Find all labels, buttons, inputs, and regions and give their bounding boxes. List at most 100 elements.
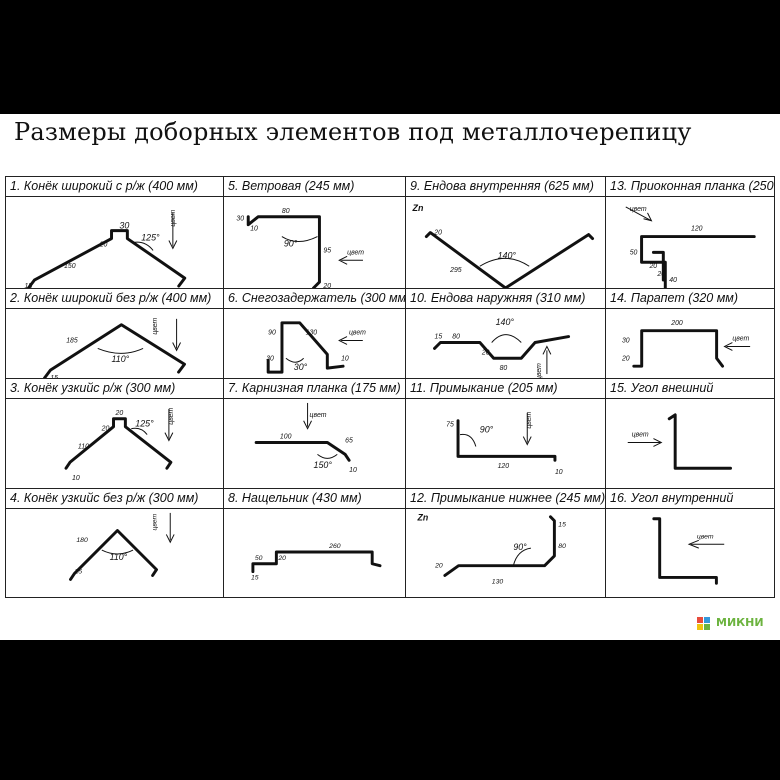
profile-outline — [667, 413, 732, 470]
dimension-label: 15 — [251, 574, 259, 581]
profile-outline — [246, 215, 321, 288]
profile-outline — [69, 529, 159, 581]
header-3: 3. Конёк узкийс р/ж (300 мм) — [5, 378, 223, 398]
dimension-label: 10 — [349, 467, 357, 474]
dimension-label: Zn — [417, 513, 429, 523]
header-14: 14. Парапет (320 мм) — [605, 288, 775, 308]
dimension-label: цвет — [536, 363, 543, 378]
dimension-label: 20 — [433, 230, 442, 237]
header-6: 6. Снегозадержатель (300 мм) — [223, 288, 405, 308]
header-15: 15. Угол внешний — [605, 378, 775, 398]
profile-outline — [456, 419, 557, 462]
dimension-label: 200 — [670, 320, 683, 327]
dimension-label: 20 — [114, 410, 123, 417]
dimension-label: 110 — [78, 443, 89, 450]
page-title: Размеры доборных элементов под металлоче… — [14, 118, 692, 146]
dimension-label: 20 — [277, 555, 286, 562]
dimension-label: 15 — [24, 283, 32, 288]
dimension-label: 30 — [622, 338, 630, 345]
profiles-table: 1. Конёк широкий с р/ж (400 мм) 5. Ветро… — [5, 176, 775, 648]
drawing-14: 200 30 20 цвет — [605, 308, 775, 378]
dimension-label: 185 — [66, 338, 78, 345]
dimension-label: 140° — [498, 250, 517, 260]
dimension-label: 20 — [434, 563, 443, 570]
dimension-label: 80 — [558, 543, 566, 550]
dimension-label: 20 — [656, 271, 665, 278]
drawing-6: 90 130 30 30° 10 цвет — [223, 308, 405, 378]
profile-outline — [26, 229, 187, 288]
dimension-label: 130 — [306, 330, 318, 337]
dimension-label: 120 — [498, 463, 510, 470]
dimension-label: 65 — [345, 438, 353, 445]
dimension-label: 125° — [141, 233, 160, 243]
dimension-label: 80 — [500, 365, 508, 372]
dimension-label: 260 — [328, 543, 341, 550]
dimension-label: цвет — [152, 513, 159, 530]
dimension-label: 10 — [341, 355, 349, 362]
header-2: 2. Конёк широкий без р/ж (400 мм) — [5, 288, 223, 308]
dimension-label: 15 — [74, 569, 82, 576]
profile-outline — [632, 329, 725, 368]
dimension-label: 10 — [555, 469, 563, 476]
dimension-label: 90° — [480, 425, 494, 435]
dimension-label: 20 — [101, 426, 110, 433]
dimension-label: цвет — [347, 249, 364, 256]
profile-outline — [443, 515, 556, 577]
dimension-label: 130 — [492, 578, 504, 585]
header-13: 13. Приоконная планка (250 мм) — [605, 176, 775, 196]
drawing-16: цвет — [605, 508, 775, 598]
dimension-label: 50 — [630, 249, 638, 256]
dimension-label: 40 — [669, 277, 677, 284]
profile-outline — [266, 321, 345, 374]
profile-outline — [651, 250, 665, 282]
cube-icon — [697, 617, 710, 630]
dimension-label: 20 — [648, 263, 657, 270]
dimension-label: 15 — [558, 522, 566, 529]
dimension-label: 110° — [110, 552, 128, 562]
dimension-label: 50 — [255, 555, 263, 562]
dimension-label: Zn — [412, 203, 424, 213]
drawing-7: 100 65 150° 10 цвет — [223, 398, 405, 488]
dimension-label: 20 — [481, 349, 490, 356]
dimension-label: 125° — [135, 419, 154, 429]
header-5: 5. Ветровая (245 мм) — [223, 176, 405, 196]
brand-logo-text: МИКНИ — [716, 616, 764, 629]
profile-outline — [251, 550, 382, 574]
dimension-label: 150° — [314, 460, 333, 470]
profile-outline — [640, 235, 756, 288]
drawing-5: 30 80 10 90° 95 20 10 цвет — [223, 196, 405, 288]
dimension-label: 150 — [64, 263, 76, 270]
drawing-9: Zn 20 140° 295 — [405, 196, 605, 288]
dimension-label: цвет — [630, 206, 647, 213]
dimension-label: 30 — [119, 221, 129, 231]
dimension-label: 80 — [282, 208, 290, 215]
dimension-label: 15 — [435, 334, 443, 341]
dimension-label: 180 — [76, 537, 88, 544]
header-8: 8. Нащельник (430 мм) — [223, 488, 405, 508]
header-12: 12. Примыкание нижнее (245 мм) — [405, 488, 605, 508]
dimension-label: 10 — [250, 226, 258, 233]
dimension-label: 90° — [513, 542, 527, 552]
dimension-label: 30 — [236, 216, 244, 223]
dimension-label: цвет — [732, 336, 749, 343]
header-4: 4. Конёк узкийс без р/ж (300 мм) — [5, 488, 223, 508]
drawing-4: 180 110° 15 цвет — [5, 508, 223, 598]
brand-logo: МИКНИ — [694, 614, 778, 636]
profile-outline — [424, 231, 595, 288]
dimension-label: 100 — [280, 434, 292, 441]
dimension-label: цвет — [697, 533, 714, 540]
drawing-8: 260 50 20 15 — [223, 508, 405, 598]
header-9: 9. Ендова внутренняя (625 мм) — [405, 176, 605, 196]
dimension-label: 90 — [268, 330, 276, 337]
dimension-label: цвет — [349, 330, 366, 337]
header-11: 11. Примыкание (205 мм) — [405, 378, 605, 398]
drawing-1: 30 20 125° 150 15 цвет — [5, 196, 223, 288]
dimension-label: 30° — [294, 362, 308, 372]
drawing-13: цвет 120 50 20 20 40 — [605, 196, 775, 288]
dimension-label: 80 — [452, 334, 460, 341]
drawing-12: Zn 15 90° 80 20 130 — [405, 508, 605, 598]
dimension-label: цвет — [526, 412, 533, 429]
dimension-label: 295 — [449, 267, 462, 274]
dimension-label: 30 — [266, 355, 274, 362]
dimension-label: 15 — [50, 375, 58, 378]
